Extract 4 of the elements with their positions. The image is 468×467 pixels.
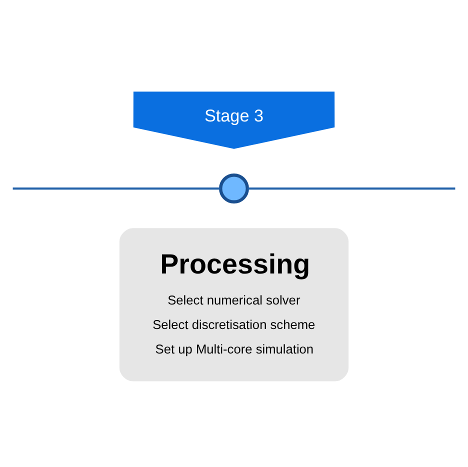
connector [247, 187, 456, 190]
connector [12, 187, 221, 190]
node-box: Processing Select numerical solver Select discretisation scheme Set up Multi-core simulation [119, 228, 349, 382]
node-circle [219, 174, 249, 204]
